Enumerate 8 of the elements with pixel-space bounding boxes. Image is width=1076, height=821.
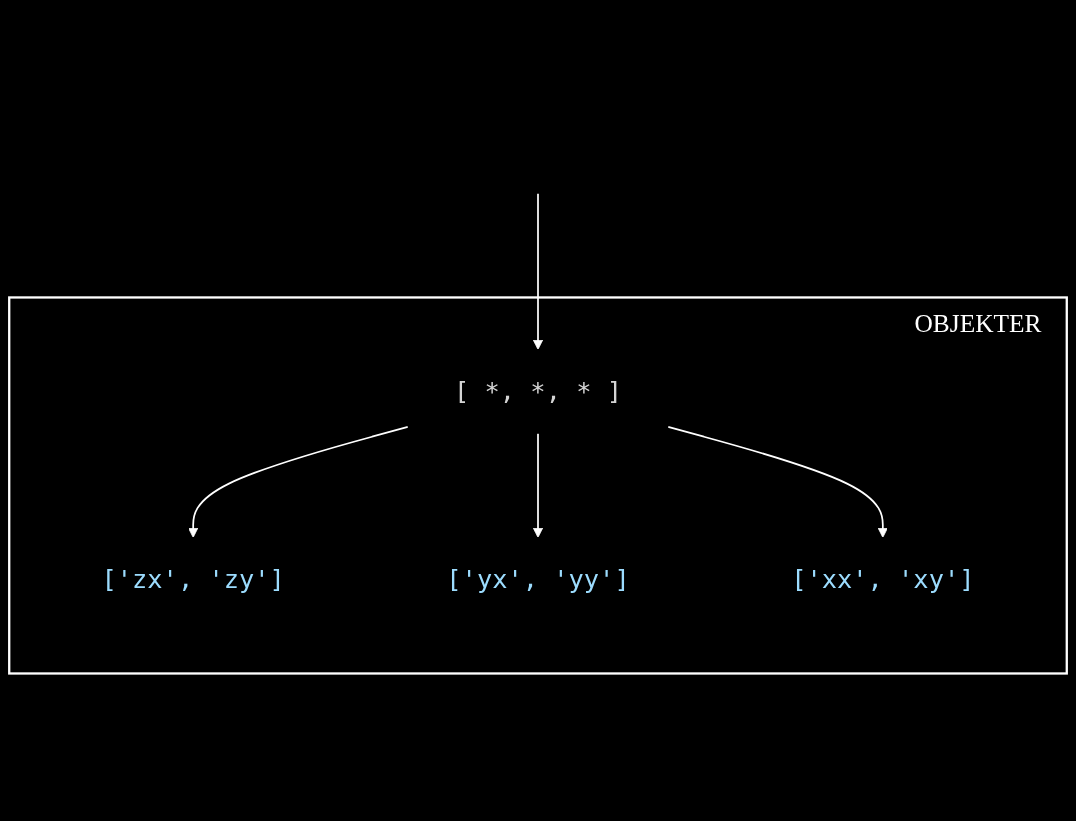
node-text: ['xx', 'xy'] (791, 565, 975, 594)
node-text: ['zx', 'zy'] (101, 565, 285, 594)
node-text: ['yx', 'yy'] (446, 565, 630, 594)
arrow (532, 192, 544, 350)
arrow (667, 426, 888, 538)
arrow (188, 426, 409, 538)
arrow (532, 432, 544, 538)
node-text: [ *, *, * ] (453, 377, 623, 406)
